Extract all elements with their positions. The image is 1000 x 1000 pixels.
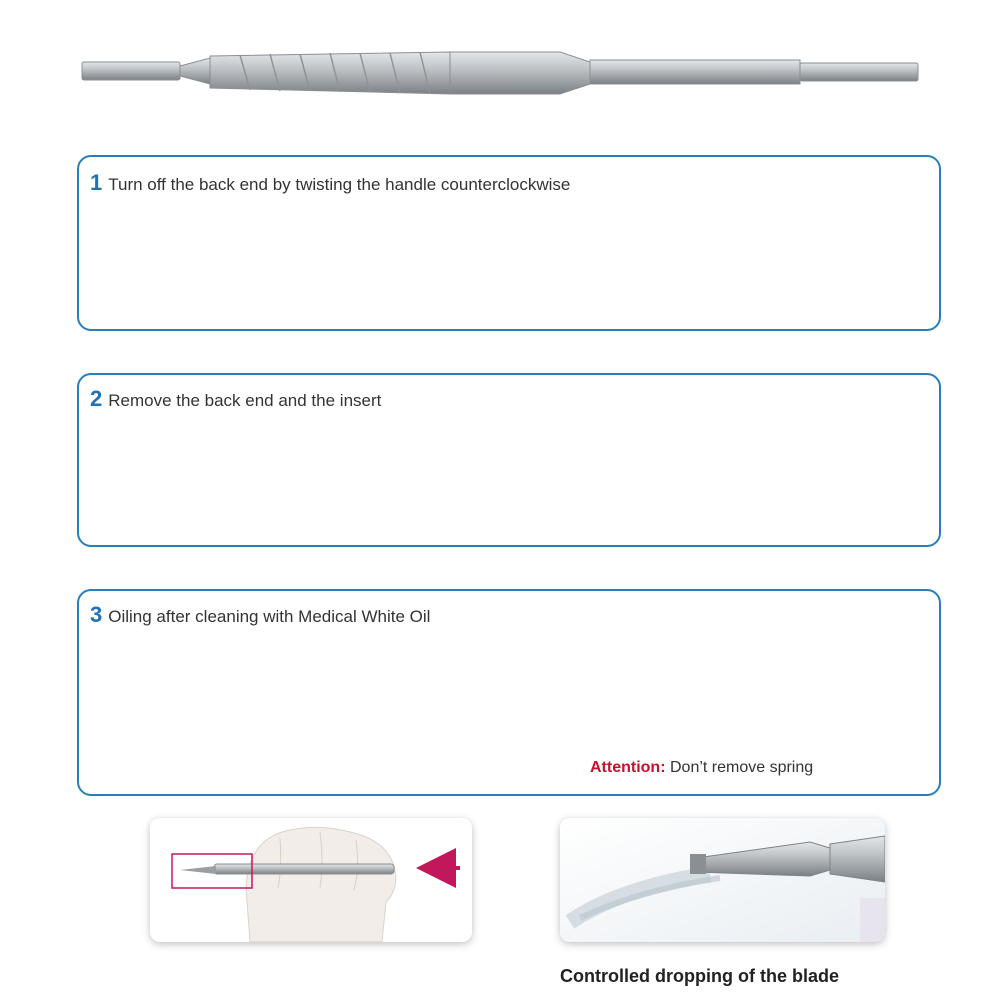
step-3-box xyxy=(77,589,941,796)
step-1-text: Turn off the back end by twisting the ha… xyxy=(108,175,571,194)
photo-hand-ejecting-blade xyxy=(150,818,472,942)
step-3-number: 3 xyxy=(90,602,103,627)
step-2-number: 2 xyxy=(90,386,103,411)
step-3-title: 3 Oiling after cleaning with Medical Whit… xyxy=(90,602,430,628)
step-2-title: 2 Remove the back end and the insert xyxy=(90,386,381,412)
step-1-box xyxy=(77,155,941,331)
step-3-text: Oiling after cleaning with Medical White… xyxy=(108,607,431,626)
scalpel-handle-assembled xyxy=(81,51,919,95)
step-2-text: Remove the back end and the insert xyxy=(108,391,382,410)
photo-blade-dropping xyxy=(560,818,885,942)
attention-label: Attention: xyxy=(590,759,666,776)
step-2-box xyxy=(77,373,941,547)
step-1-number: 1 xyxy=(90,170,103,195)
caption-controlled-dropping: Controlled dropping of the blade xyxy=(560,966,839,986)
blade-drop-illustration xyxy=(560,818,885,942)
hand-illustration xyxy=(150,818,472,942)
step-1-title: 1 Turn off the back end by twisting the h… xyxy=(90,170,570,196)
attention-note: Attention: Don’t remove spring xyxy=(590,759,813,777)
attention-text: Don’t remove spring xyxy=(669,759,814,776)
